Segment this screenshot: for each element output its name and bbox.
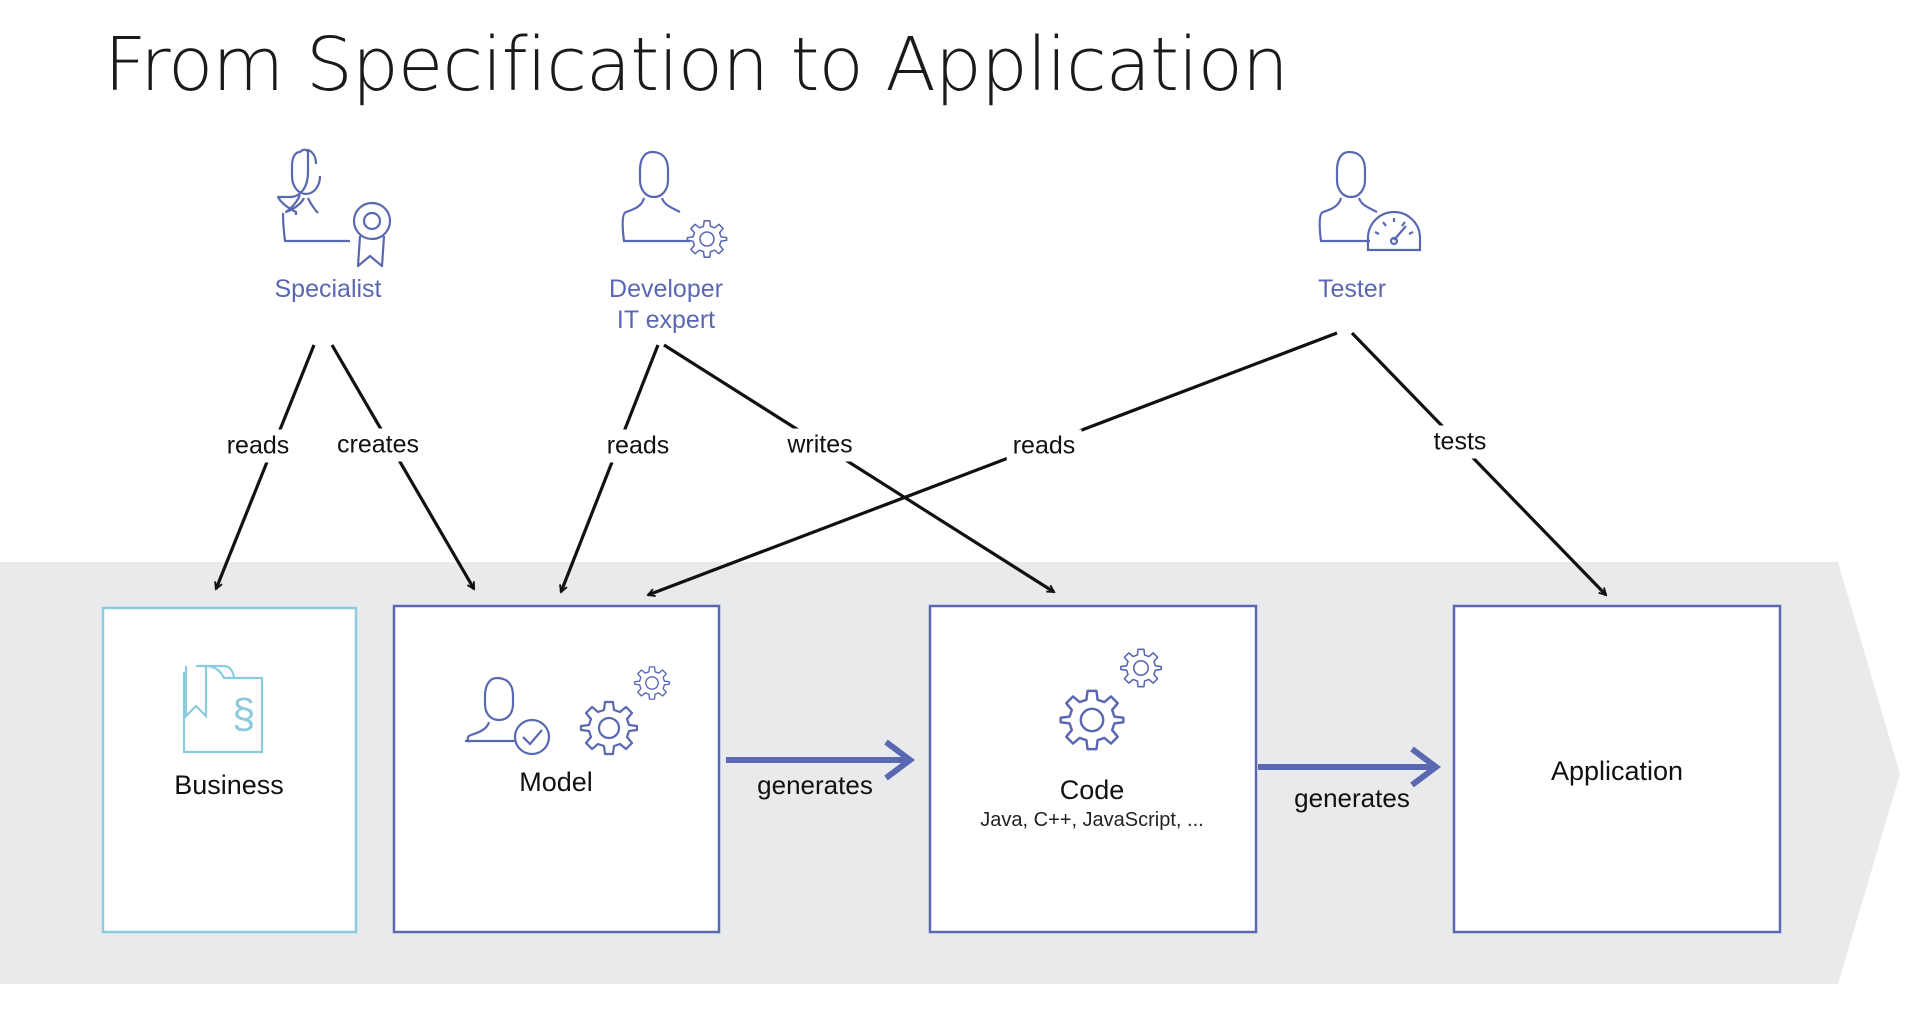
- person-gear-icon: [621, 150, 728, 258]
- person-check-icon: [464, 676, 551, 756]
- edge-label-developer-reads: reads: [600, 429, 676, 463]
- code-languages: Java, C++, JavaScript, ...: [980, 809, 1204, 831]
- role-specialist-label: Specialist: [274, 275, 382, 303]
- role-tester: Tester: [1232, 274, 1472, 305]
- edge-label-developer-writes: writes: [781, 428, 859, 462]
- application-box: [1452, 604, 1782, 934]
- arrow-tester-reads: [648, 331, 1338, 595]
- document-paragraph-icon: §: [182, 664, 264, 754]
- arrow-specialist-creates: [330, 344, 476, 589]
- edge-label-tester-tests: tests: [1427, 425, 1493, 459]
- role-specialist: Specialist: [208, 274, 448, 305]
- role-developer-sublabel: IT expert: [616, 306, 716, 334]
- business-label: Business: [174, 770, 284, 800]
- application-label: Application: [1550, 756, 1684, 786]
- code-label: Code: [1059, 775, 1125, 805]
- generates-label-1: generates: [757, 770, 873, 800]
- role-tester-label: Tester: [1317, 275, 1387, 303]
- edge-label-tester-reads: reads: [1006, 429, 1082, 463]
- person-ribbon-icon: [276, 148, 392, 268]
- business-box: [101, 606, 358, 934]
- role-developer: Developer IT expert: [546, 274, 786, 336]
- page-title: From Specification to Application: [104, 22, 1289, 108]
- person-gauge-icon: [1318, 150, 1422, 252]
- svg-text:§: §: [232, 690, 255, 737]
- generates-arrow-2-head: [1410, 746, 1441, 788]
- generates-label-2: generates: [1294, 783, 1410, 813]
- role-developer-label: Developer: [609, 275, 723, 303]
- generates-arrow-1-head: [884, 739, 915, 781]
- edge-label-specialist-creates: creates: [331, 428, 425, 462]
- arrow-developer-writes: [663, 343, 1054, 594]
- arrow-developer-reads: [561, 344, 660, 592]
- edge-label-specialist-reads: reads: [220, 429, 296, 463]
- model-label: Model: [519, 767, 593, 797]
- arrow-tester-tests: [1350, 331, 1606, 595]
- code-box: [928, 604, 1258, 934]
- model-box: [392, 604, 721, 934]
- arrow-specialist-reads: [216, 344, 316, 589]
